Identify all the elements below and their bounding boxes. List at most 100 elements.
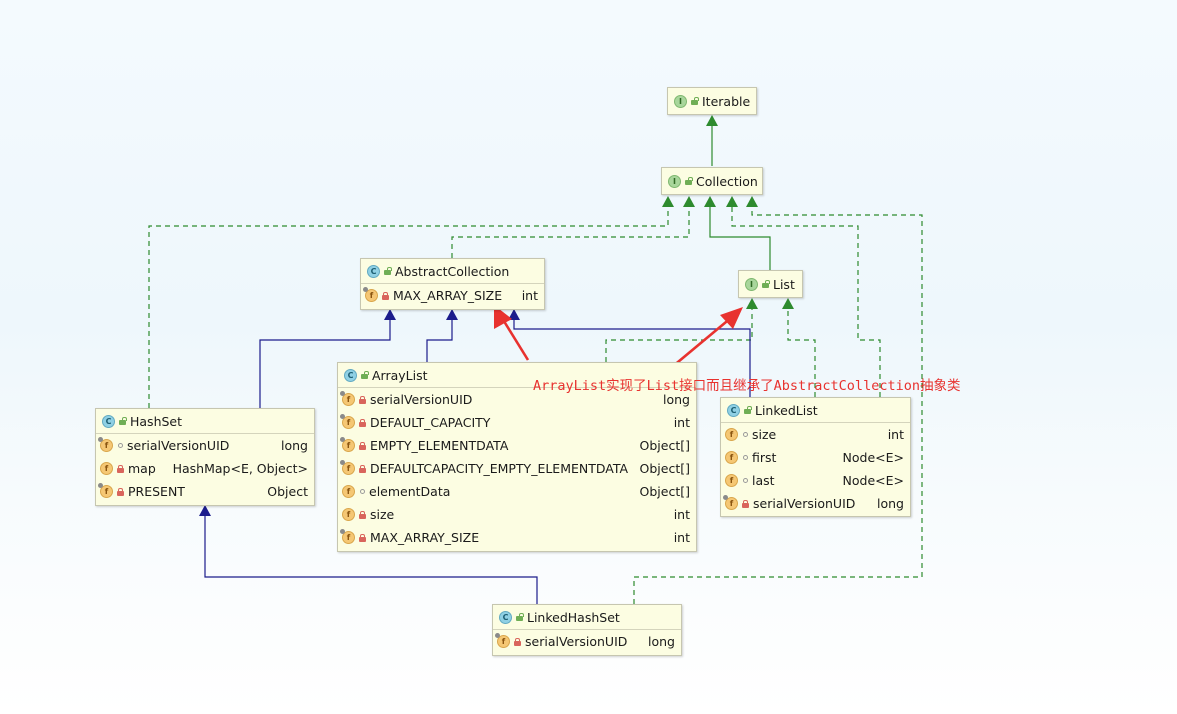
field-type: int [673,530,690,545]
node-title: HashSet [130,413,183,429]
field-row: f MAX_ARRAY_SIZE int [338,526,696,549]
field-icon: f [725,451,738,464]
field-icon: f [342,485,355,498]
list-to-collection-line [709,205,771,271]
class-icon: C [344,368,357,382]
arrowhead-abstractcollection-1 [384,309,396,320]
field-name: MAX_ARRAY_SIZE [393,288,503,303]
arrowhead-collection-4 [726,196,738,207]
package-private-icon [743,455,748,460]
field-type: Node<E> [842,450,904,465]
static-field-icon: f [98,437,113,452]
public-icon [361,371,369,379]
interface-icon: I [674,94,687,108]
class-icon: C [727,403,740,417]
field-row: f serialVersionUID long [338,388,696,411]
node-title: Iterable [702,93,751,109]
field-row: f DEFAULT_CAPACITY int [338,411,696,434]
extends-lines [204,318,751,604]
iterable-node[interactable]: I Iterable [667,87,757,115]
field-type: long [877,496,904,511]
node-title: LinkedList [755,402,818,418]
implements-arrowheads [662,115,794,309]
field-row: f size int [721,423,910,446]
package-private-icon [743,432,748,437]
field-icon: f [725,428,738,441]
annotation-arrowhead-list [720,307,743,329]
field-type: long [663,392,690,407]
private-icon [359,441,366,450]
public-icon [119,417,127,425]
arrowhead-abstractcollection-3 [508,309,520,320]
field-type: int [673,507,690,522]
field-row: f first Node<E> [721,446,910,469]
field-name: elementData [369,484,451,499]
field-row: f serialVersionUID long [96,434,314,457]
field-type: int [673,415,690,430]
static-field-icon: f [363,287,378,302]
field-name: size [370,507,395,522]
field-name: MAX_ARRAY_SIZE [370,530,480,545]
public-icon [516,613,524,621]
annotation-arrow-to-abstractcollection [500,317,530,361]
linkedlist-to-collection-line [731,205,881,397]
public-icon [384,267,392,275]
static-field-icon: f [340,391,355,406]
field-row: f elementData Object[] [338,480,696,503]
arraylist-node[interactable]: C ArrayList f serialVersionUID long f DE… [337,362,697,552]
field-row: f DEFAULTCAPACITY_EMPTY_ELEMENTDATA Obje… [338,457,696,480]
static-field-icon: f [340,460,355,475]
abstractcollection-node[interactable]: C AbstractCollection f MAX_ARRAY_SIZE in… [360,258,545,310]
annotation-arrow-to-list [671,316,733,368]
field-type: int [887,427,904,442]
field-name: last [752,473,775,488]
static-field-icon: f [723,495,738,510]
class-icon: C [499,610,512,624]
field-name: serialVersionUID [370,392,473,407]
private-icon [359,533,366,542]
private-icon [117,464,124,473]
public-icon [691,97,699,105]
arrowhead-collection-1 [662,196,674,207]
abstractcollection-to-collection-line [451,205,690,258]
annotation-arrowhead-abstractcollection [494,305,512,329]
linkedlist-to-list-line [787,307,816,397]
field-name: serialVersionUID [127,438,230,453]
arrowhead-collection-5 [746,196,758,207]
arraylist-to-abstractcollection-line [426,318,453,362]
field-type: HashMap<E, Object> [172,461,308,476]
field-name: PRESENT [128,484,185,499]
field-type: Object[] [639,484,690,499]
field-row: f size int [338,503,696,526]
field-name: DEFAULT_CAPACITY [370,415,491,430]
public-icon [685,177,693,185]
arrowhead-collection-2 [683,196,695,207]
field-name: EMPTY_ELEMENTDATA [370,438,509,453]
field-type: long [281,438,308,453]
package-private-icon [743,478,748,483]
public-icon [744,406,752,414]
field-row: f serialVersionUID long [721,492,910,515]
node-title: List [773,276,795,292]
hashset-to-collection-line [148,205,669,408]
field-icon: f [725,474,738,487]
arrowhead-iterable [706,115,718,126]
field-type: Object[] [639,461,690,476]
node-title: Collection [696,173,758,189]
linkedlist-to-abstractcollection-line [513,318,751,397]
collection-node[interactable]: I Collection [661,167,763,195]
private-icon [359,418,366,427]
field-type: long [648,634,675,649]
field-name: DEFAULTCAPACITY_EMPTY_ELEMENTDATA [370,461,629,476]
linkedlist-node[interactable]: C LinkedList f size int f first Node<E> … [720,397,911,517]
field-type: Object[] [639,438,690,453]
node-title: ArrayList [372,367,428,383]
hashset-node[interactable]: C HashSet f serialVersionUID long f map … [95,408,315,506]
field-row: f last Node<E> [721,469,910,492]
list-node[interactable]: I List [738,270,803,298]
linkedhashset-node[interactable]: C LinkedHashSet f serialVersionUID long [492,604,682,656]
node-title: AbstractCollection [395,263,510,279]
arrowhead-collection-3 [704,196,716,207]
annotation-arrows [494,305,743,368]
